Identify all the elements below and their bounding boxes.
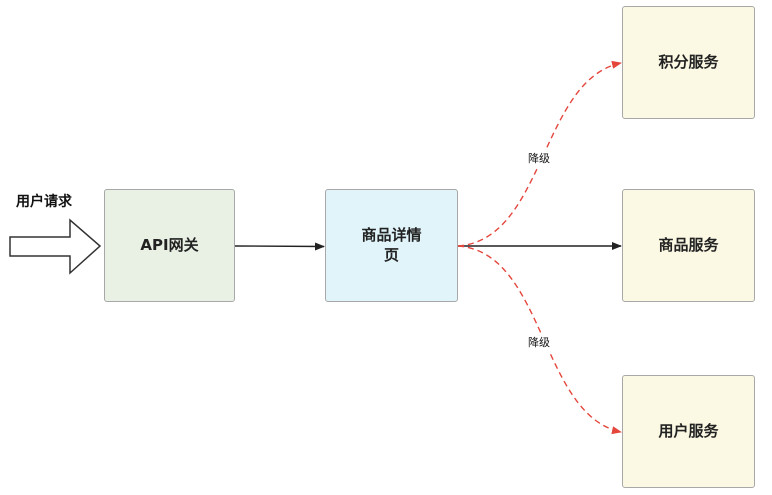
request-arrow-icon: [9, 218, 102, 275]
points-service-node[interactable]: 积分服务: [622, 6, 755, 119]
request-label: 用户请求: [16, 194, 72, 210]
user-service-node[interactable]: 用户服务: [622, 375, 755, 488]
gateway-node[interactable]: API网关: [104, 189, 235, 302]
detail-page-node[interactable]: 商品详情页: [325, 189, 458, 302]
degrade-label-points: 降级: [526, 149, 552, 167]
points-service-node-label: 积分服务: [658, 52, 719, 71]
user-service-node-label: 用户服务: [658, 421, 719, 440]
product-service-node[interactable]: 商品服务: [622, 189, 755, 302]
degrade-label-user: 降级: [526, 333, 552, 351]
edge-detail-to-points-degraded: [457, 60, 622, 247]
detail-page-node-label: 商品详情页: [361, 226, 422, 264]
edge-gateway-to-detail: [234, 242, 325, 251]
edge-detail-to-user-degraded: [457, 245, 622, 435]
product-service-node-label: 商品服务: [658, 235, 719, 254]
gateway-node-label: API网关: [140, 235, 199, 254]
